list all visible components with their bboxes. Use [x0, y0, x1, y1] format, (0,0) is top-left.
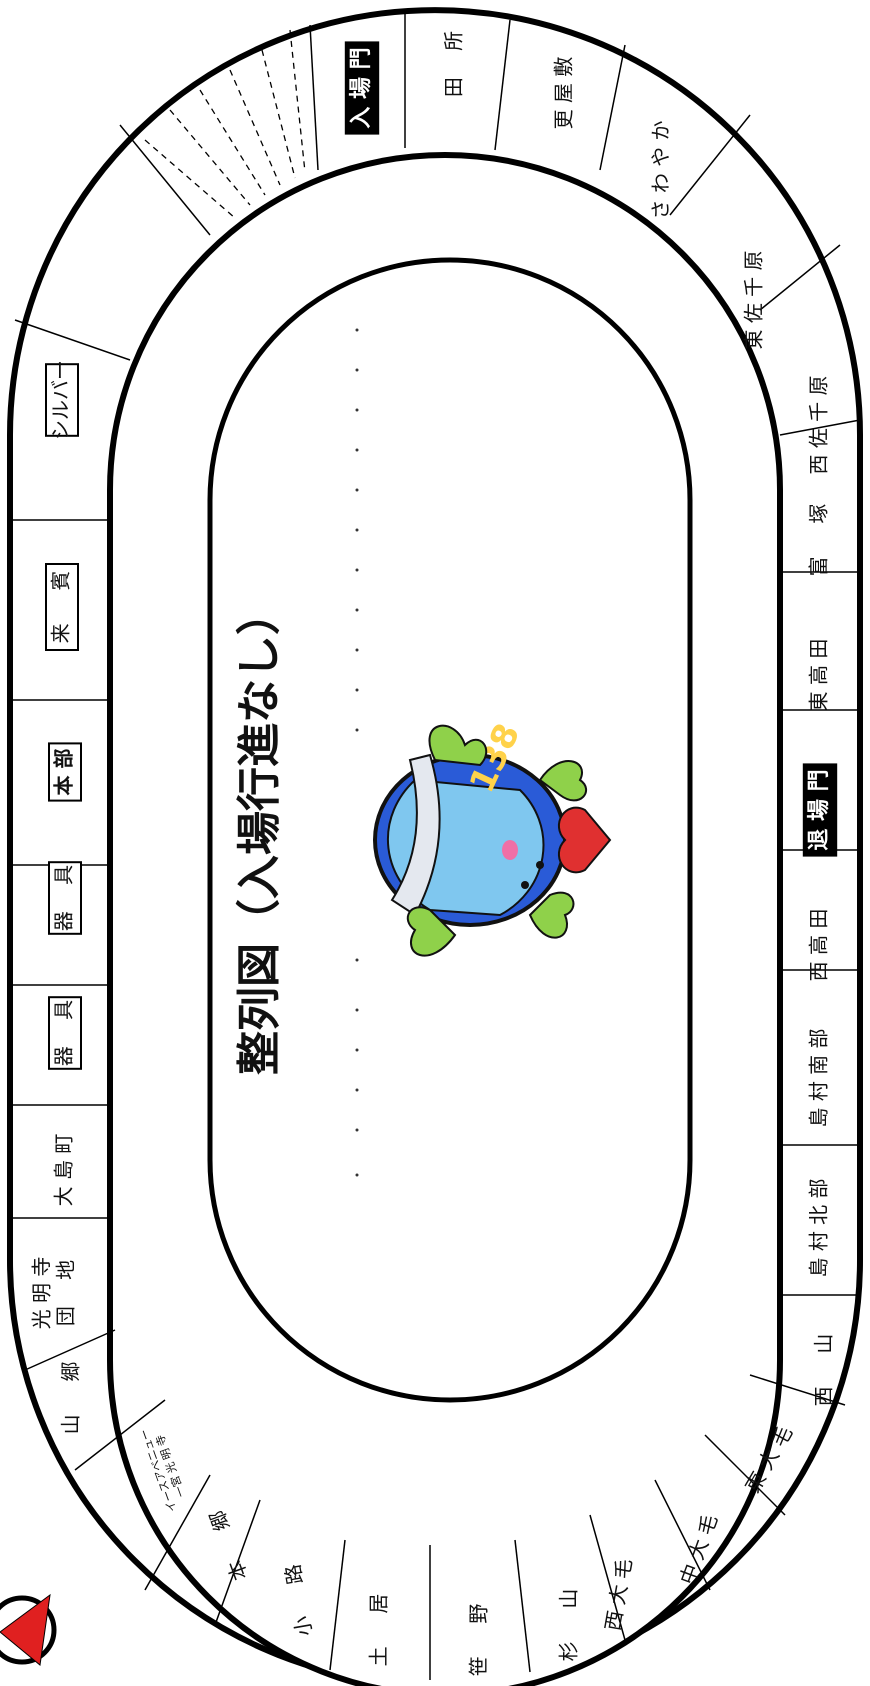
section-label-text: 土 居 — [367, 1594, 391, 1667]
section-label-doi: 土 居 — [367, 1594, 391, 1667]
entry-dashed-lines — [144, 29, 306, 219]
section-label-box — [802, 763, 838, 857]
section-label-equip1: 器 具 — [48, 861, 82, 935]
mascot-eye-icon — [521, 881, 529, 889]
section-label-text: 更 屋 敷 — [552, 57, 576, 130]
section-label-hq: 本 部 — [48, 742, 82, 802]
mascot-cheek-icon — [502, 840, 518, 860]
section-label-text: 西 山 — [812, 1334, 836, 1407]
field-dot — [355, 528, 359, 532]
mascot-arm-icon — [406, 906, 457, 957]
section-label-sawayaka: さ わ や か — [649, 120, 673, 219]
field-dot — [355, 1048, 359, 1052]
section-label-text: シルバー — [49, 360, 73, 440]
section-label-text: 東 佐 千 原 — [742, 250, 766, 349]
section-label-box — [48, 742, 82, 802]
field-dot — [355, 688, 359, 692]
mascot-headband — [390, 753, 441, 917]
field-dot — [355, 648, 359, 652]
section-label-higashitakada: 東 高 田 — [807, 639, 831, 712]
section-label-text: 笹 野 — [467, 1604, 491, 1677]
field-dot — [355, 1088, 359, 1092]
section-label-equip2: 器 具 — [48, 996, 82, 1070]
section-label-text: さ わ や か — [649, 120, 673, 219]
section-label-guest: 来 賓 — [45, 563, 79, 651]
section-label-text: 入 場 門 — [349, 47, 374, 128]
section-label-text: 西 佐 千 原 — [807, 375, 831, 474]
section-label-box — [45, 363, 79, 437]
section-label-text: 器 具 — [52, 865, 76, 931]
mascot-heart-icon — [558, 806, 612, 874]
mascot-arm-icon — [428, 724, 488, 767]
section-label-text: 団 地 — [54, 1260, 78, 1326]
section-label-sugiyama: 杉 山 — [557, 1589, 581, 1662]
section-label-text: 西 高 田 — [807, 909, 831, 982]
section-label-text: 本 部 — [52, 749, 76, 796]
field-dot — [355, 1173, 359, 1177]
section-label-nishiyama: 西 山 — [812, 1334, 836, 1407]
field-dot — [355, 728, 359, 732]
section-label-nishitakada: 西 高 田 — [807, 909, 831, 982]
mascot-leg-icon — [528, 891, 575, 939]
compass-north-icon — [0, 1593, 57, 1666]
section-label-sarayashiki: 更 屋 敷 — [552, 57, 576, 130]
section-label-text: 島 村 南 部 — [807, 1028, 831, 1127]
field-dot — [355, 1128, 359, 1132]
field-dot — [355, 568, 359, 572]
section-label-text: 杉 山 — [557, 1589, 581, 1662]
section-label-silver: シルバー — [45, 360, 79, 440]
field-dot — [355, 958, 359, 962]
section-dividers — [10, 10, 861, 1680]
section-label-box — [48, 861, 82, 935]
section-label-text: 大 島 町 — [52, 1134, 76, 1207]
mascot-eye-icon — [536, 861, 544, 869]
section-label-sasano: 笹 野 — [467, 1604, 491, 1677]
section-label-higashisachihara: 東 佐 千 原 — [742, 250, 766, 349]
field-dot — [355, 488, 359, 492]
section-label-tadokoro: 田 所 — [442, 31, 466, 97]
section-label-exit: 退 場 門 — [802, 763, 838, 857]
section-label-text: 器 具 — [52, 1000, 76, 1066]
section-label-oshimacho: 大 島 町 — [52, 1134, 76, 1207]
mascot-leg-icon — [538, 760, 587, 802]
section-label-box — [45, 563, 79, 651]
section-label-text: 退 場 門 — [807, 769, 832, 850]
field-dot — [355, 448, 359, 452]
field-dot — [355, 1008, 359, 1012]
section-label-nishisachihara: 西 佐 千 原 — [807, 375, 831, 474]
diagram-title: 整列図（入場行進なし） — [234, 591, 285, 1075]
section-label-text: 富 塚 — [807, 504, 831, 577]
section-label-tomizuka: 富 塚 — [807, 504, 831, 577]
section-label-box — [344, 41, 380, 135]
section-label-text: 島 村 北 部 — [807, 1178, 831, 1277]
section-label-text: 田 所 — [442, 31, 466, 97]
section-label-text: 山 郷 — [59, 1362, 83, 1435]
center-dot-row — [355, 328, 359, 1177]
section-label-text: 来 賓 — [49, 571, 73, 644]
mascot-138-character: 138 — [373, 718, 612, 957]
field-dot — [355, 608, 359, 612]
section-label-shimamurahokubu: 島 村 北 部 — [807, 1178, 831, 1277]
field-dot — [355, 328, 359, 332]
section-label-entrance: 入 場 門 — [344, 41, 380, 135]
section-label-text: 東 高 田 — [807, 639, 831, 712]
field-dot — [355, 368, 359, 372]
section-label-yamago: 山 郷 — [59, 1362, 83, 1435]
section-label-shimamuranambu: 島 村 南 部 — [807, 1028, 831, 1127]
section-label-koumyouji: 光 明 寺団 地 — [30, 1257, 78, 1330]
field-dot — [355, 408, 359, 412]
section-label-box — [48, 996, 82, 1070]
section-label-text: 光 明 寺 — [30, 1257, 54, 1330]
